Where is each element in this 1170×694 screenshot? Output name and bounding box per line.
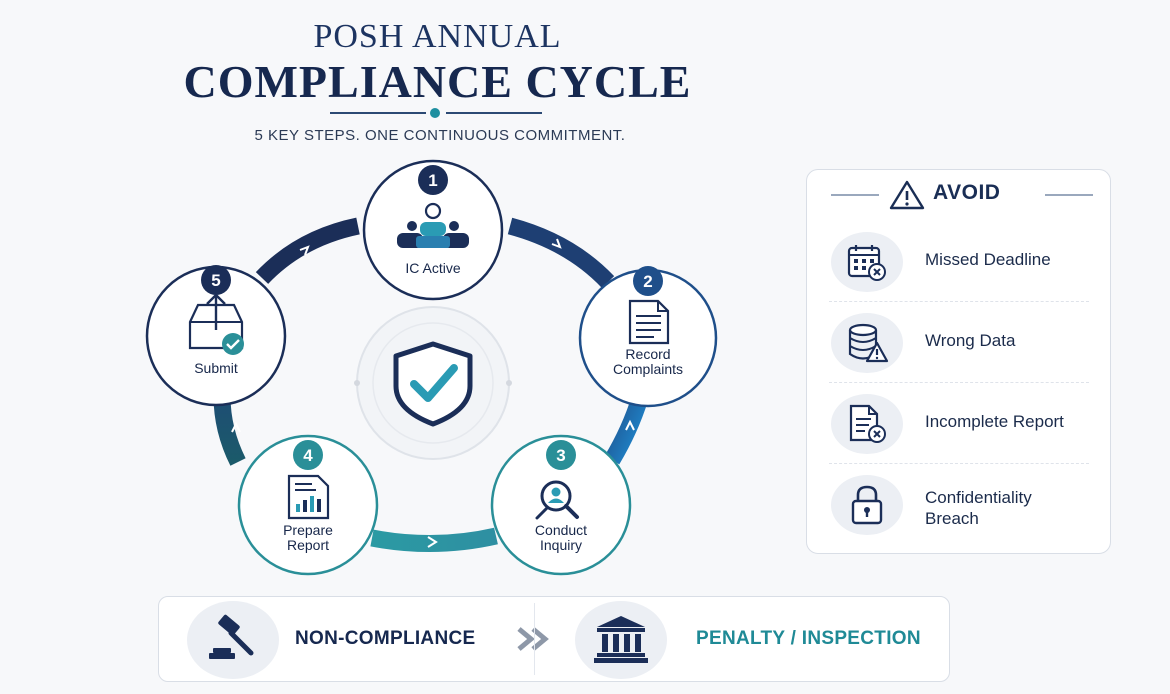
courthouse-icon (575, 601, 667, 679)
step-2-node (578, 266, 718, 408)
gavel-icon (187, 601, 279, 679)
calendar-x-icon (831, 232, 903, 292)
avoid-item-incomplete-report: Incomplete Report (829, 386, 1091, 458)
upload-tray-icon (188, 293, 244, 355)
step-3-label-line-2: Inquiry (539, 537, 583, 553)
step-4-label: Prepare Report (248, 523, 368, 553)
step-5-node (145, 265, 287, 407)
step-3-node (490, 434, 632, 576)
avoid-item-label-line-1: Confidentiality (925, 488, 1032, 507)
step-4-number: 4 (303, 446, 313, 465)
magnifier-person-icon (535, 480, 579, 520)
document-x-icon (831, 394, 903, 454)
compliance-cycle-diagram: 1 2 3 4 5 (145, 159, 718, 576)
avoid-item-label-line-2: Breach (925, 509, 979, 528)
avoid-item-label: Confidentiality Breach (925, 487, 1032, 529)
step-5-number: 5 (211, 271, 220, 290)
step-3-label-line-1: Conduct (534, 522, 588, 538)
step-1-label: IC Active (405, 260, 461, 276)
warning-icon (889, 180, 925, 210)
database-warning-icon (831, 313, 903, 373)
title-line-1: POSH ANNUAL (313, 18, 562, 55)
step-4-node (237, 434, 379, 576)
consequence-bar: NON-COMPLIANCE PENALTY / INSPECTION (158, 596, 950, 682)
arrow-1-to-2 (507, 217, 615, 288)
avoid-separator (829, 463, 1089, 464)
avoid-header: AVOID (807, 180, 1110, 210)
step-2-label: Record Complaints (588, 347, 708, 377)
step-4-label-line-1: Prepare (283, 522, 333, 538)
document-icon (628, 299, 670, 345)
step-2-label-line-2: Complaints (612, 361, 684, 377)
title-divider (330, 106, 542, 120)
avoid-separator (829, 301, 1089, 302)
title-block: POSH ANNUAL COMPLIANCE CYCLE (150, 18, 725, 108)
step-1-number: 1 (428, 171, 437, 190)
avoid-item-confidentiality-breach: Confidentiality Breach (829, 467, 1091, 539)
padlock-icon (831, 475, 903, 535)
step-1-node (362, 159, 504, 301)
step-4-label-line-2: Report (286, 537, 330, 553)
report-chart-icon (287, 474, 330, 520)
penalty-inspection-label: PENALTY / INSPECTION (696, 628, 921, 649)
avoid-item-missed-deadline: Missed Deadline (829, 224, 1091, 296)
arrow-4-to-5 (213, 395, 246, 466)
step-2-number: 2 (643, 272, 652, 291)
tagline: 5 KEY STEPS. ONE CONTINUOUS COMMITMENT. (254, 127, 626, 144)
step-2-label-line-1: Record (625, 346, 671, 362)
step-5-label: Submit (194, 360, 238, 376)
title-line-2: COMPLIANCE CYCLE (183, 56, 692, 107)
avoid-separator (829, 382, 1089, 383)
avoid-title: AVOID (933, 181, 1001, 204)
avoid-item-label: Incomplete Report (925, 412, 1064, 431)
team-icon (397, 202, 469, 248)
avoid-item-wrong-data: Wrong Data (829, 305, 1091, 377)
step-3-number: 3 (556, 446, 565, 465)
double-chevron-icon (515, 625, 555, 658)
avoid-panel: AVOID Missed Deadline (806, 169, 1111, 554)
avoid-item-label: Wrong Data (925, 331, 1016, 350)
shield-check-icon (354, 306, 512, 460)
non-compliance-label: NON-COMPLIANCE (295, 628, 476, 649)
arrow-5-to-1 (255, 217, 360, 284)
avoid-item-label: Missed Deadline (925, 250, 1051, 269)
bar-divider (534, 603, 535, 675)
step-3-label: Conduct Inquiry (501, 523, 621, 553)
